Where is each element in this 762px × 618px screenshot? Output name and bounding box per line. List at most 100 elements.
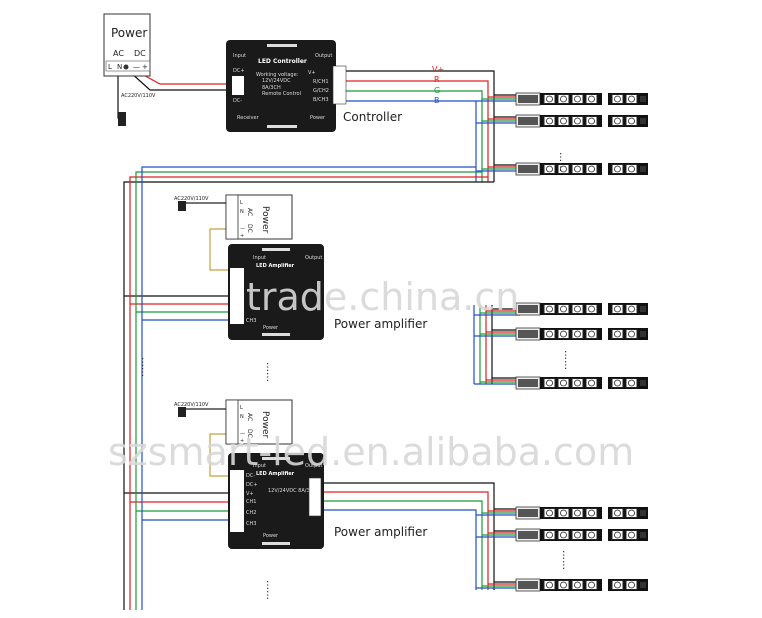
led-strip-4 <box>516 303 648 315</box>
controller-out-g: G/CH2 <box>313 88 329 94</box>
controller-receiver: Receiver <box>237 115 260 121</box>
amp2-input: Input <box>253 463 266 469</box>
controller-dc-plus: DC+ <box>233 68 245 74</box>
wire-ps1-plus <box>137 71 232 85</box>
controller-out-v: V+ <box>308 70 316 76</box>
ps3-n: N <box>240 414 244 420</box>
ps2-n: N <box>240 209 244 215</box>
ellipsis-bus: …… <box>139 357 150 377</box>
controller-out-b: B/CH3 <box>313 97 329 103</box>
led-strip-7 <box>516 507 648 519</box>
ellipsis-amp-2: …… <box>264 580 275 600</box>
ellipsis-strips-1: …… <box>557 152 568 172</box>
amp1-power: Power <box>263 325 279 331</box>
wire-bus-v <box>123 181 494 610</box>
amp2-ch3: CH3 <box>246 521 256 527</box>
wire-bus-b <box>141 166 476 610</box>
power-supply-1-n: N <box>117 63 122 71</box>
ps3-title: Power <box>260 411 270 439</box>
wire-label-g: G <box>434 86 440 95</box>
power-supply-1-voltage: AC220V/110V <box>121 93 156 99</box>
wire-amp2-3 <box>321 509 477 590</box>
power-supply-1: Power AC DC L N — + AC220V/110V <box>103 13 156 126</box>
wire-ps1-minus <box>129 71 232 91</box>
controller-spec-1: Working voltage: <box>256 72 299 78</box>
amp2-output: Output <box>305 463 322 469</box>
controller-input-label: Input <box>233 53 246 59</box>
power-supply-1-plus: + <box>142 63 148 71</box>
controller-spec-2: 12V/24VDC <box>262 78 291 84</box>
rgb-wiring <box>123 70 520 610</box>
wire-label-b: B <box>434 96 440 105</box>
wire-ctrl-v <box>346 70 495 182</box>
power-supply-1-l: L <box>108 63 112 71</box>
ps2-l: L <box>240 200 243 206</box>
ps3-voltage: AC220V/110V <box>174 402 209 408</box>
amp1-ch3: CH3 <box>246 318 256 324</box>
led-strip-6 <box>516 377 648 389</box>
wire-ctrl-g <box>346 90 483 182</box>
plug-icon <box>118 112 126 126</box>
wire-bus-g <box>135 171 482 610</box>
controller-dc-minus: DC- <box>233 98 242 104</box>
amp1-output: Output <box>305 255 322 261</box>
amp1-caption: Power amplifier <box>334 317 427 331</box>
wire-ps3-amp2 <box>209 433 232 477</box>
controller-output-label: Output <box>315 53 332 59</box>
power-amplifier-1: Input Output LED Amplifier CH3 Power Pow… <box>228 244 427 340</box>
ps3-dc: DC <box>246 429 253 438</box>
amp2-spec: 12V/24VDC 8A/3CH <box>268 488 317 494</box>
controller-spec-3: 8A/3CH <box>262 85 281 91</box>
controller-power: Power <box>310 115 326 121</box>
amp1-input: Input <box>253 255 266 261</box>
amp2-dc-minus: DC- <box>246 473 255 479</box>
amp2-vplus: V+ <box>246 491 254 497</box>
power-supply-1-title: Power <box>111 26 147 40</box>
led-controller: Input Output LED Controller DC+ DC- Work… <box>226 40 402 132</box>
amp2-power: Power <box>263 533 279 539</box>
led-strip-5 <box>516 328 648 340</box>
controller-name: LED Controller <box>258 58 307 65</box>
ps2-voltage: AC220V/110V <box>174 196 209 202</box>
ps3-l: L <box>240 405 243 411</box>
amp2-ch2: CH2 <box>246 510 256 516</box>
power-supply-1-minus: — <box>133 63 140 71</box>
wire-ctrl-r <box>346 80 489 182</box>
power-supply-3: L N — + AC DC Power AC220V/110V <box>174 399 293 445</box>
amp2-name: LED Amplifier <box>256 471 295 477</box>
ground-icon <box>123 64 129 70</box>
watermark-2: szsmart-led.en.alibaba.com <box>108 430 634 474</box>
ps3-plus: + <box>240 438 244 444</box>
controller-caption: Controller <box>343 110 402 124</box>
led-strip-8 <box>516 529 648 541</box>
ps3-minus: — <box>240 431 245 437</box>
ps2-plus: + <box>240 233 244 239</box>
power-supply-1-dc: DC <box>134 49 146 58</box>
ps2-ac: AC <box>246 208 253 216</box>
amp2-dc-plus: DC+ <box>246 482 258 488</box>
power-supply-1-ac: AC <box>113 49 124 58</box>
wire-amp2-2 <box>321 500 483 590</box>
ps2-dc: DC <box>246 224 253 233</box>
led-strip-3 <box>516 163 648 175</box>
ps2-title: Power <box>260 206 270 234</box>
ellipsis-amp-1: …… <box>264 362 275 382</box>
wire-label-r: R <box>434 75 440 84</box>
ps2-minus: — <box>240 226 245 232</box>
wire-amp2-1 <box>321 491 489 590</box>
controller-spec-4: Remote Control <box>262 91 301 97</box>
controller-out-r: R/CH1 <box>313 79 329 85</box>
led-strip-1 <box>516 93 648 105</box>
led-strips <box>516 93 648 591</box>
power-supply-2: L N — + AC DC Power AC220V/110V <box>174 194 293 240</box>
amp2-ch1: CH1 <box>246 499 256 505</box>
wire-amp2-0 <box>321 482 495 590</box>
amp2-caption: Power amplifier <box>334 525 427 539</box>
led-strip-9 <box>516 579 648 591</box>
ellipsis-strips-2: …… <box>562 350 573 370</box>
led-strip-2 <box>516 115 648 127</box>
wire-label-v: V+ <box>432 65 444 74</box>
ellipsis-strips-3: …… <box>560 550 571 570</box>
power-amplifier-2: Input Output LED Amplifier DC- DC+ V+ CH… <box>228 453 427 549</box>
